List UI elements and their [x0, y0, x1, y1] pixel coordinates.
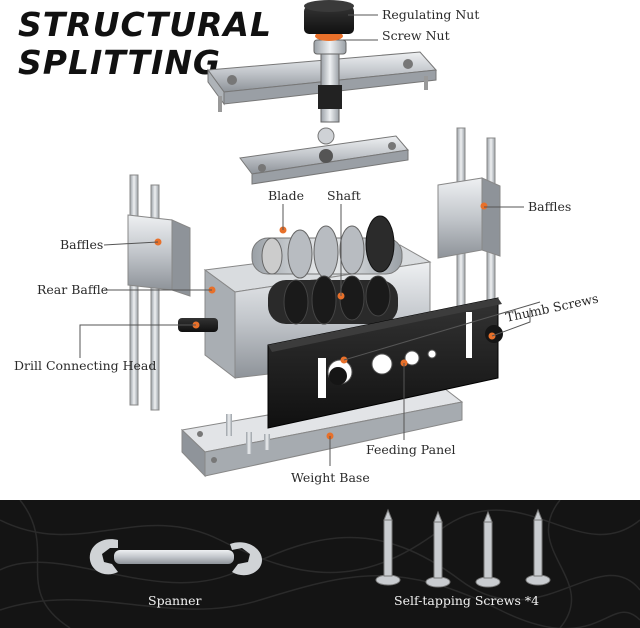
title-line-2: SPLITTING: [18, 43, 222, 82]
label-feeding-panel: Feeding Panel: [366, 442, 456, 457]
top-plate: [207, 0, 438, 123]
shaft-assembly: [251, 215, 403, 325]
left-baffle: [127, 174, 191, 411]
right-baffle: [437, 127, 501, 311]
label-screw-nut: Screw Nut: [382, 28, 450, 43]
accessories-panel: Spanner Self-tapping Screws *4: [0, 500, 640, 628]
accessories-illustration: [0, 500, 640, 628]
label-rear-baffle: Rear Baffle: [37, 282, 109, 297]
label-drill-connecting-head: Drill Connecting Head: [14, 358, 157, 373]
label-weight-base: Weight Base: [291, 470, 370, 485]
label-baffles-left: Baffles: [60, 237, 104, 252]
label-baffles-right: Baffles: [528, 199, 572, 214]
exploded-view: STRUCTURAL SPLITTING: [14, 0, 600, 485]
cable-texture: [0, 500, 640, 628]
feeding-panel: [267, 297, 503, 429]
screws-icon: [375, 508, 551, 588]
label-shaft: Shaft: [327, 188, 361, 203]
label-self-tapping-screws: Self-tapping Screws *4: [394, 593, 540, 608]
label-spanner: Spanner: [148, 593, 202, 608]
weight-base: [180, 384, 464, 478]
spanner-icon: [89, 539, 262, 576]
middle-plate: [239, 127, 409, 185]
label-regulating-nut: Regulating Nut: [382, 7, 480, 22]
device-illustration: [79, 0, 541, 478]
title-line-1: STRUCTURAL: [18, 5, 272, 44]
leader-lines: [79, 14, 541, 466]
label-blade: Blade: [268, 188, 305, 203]
